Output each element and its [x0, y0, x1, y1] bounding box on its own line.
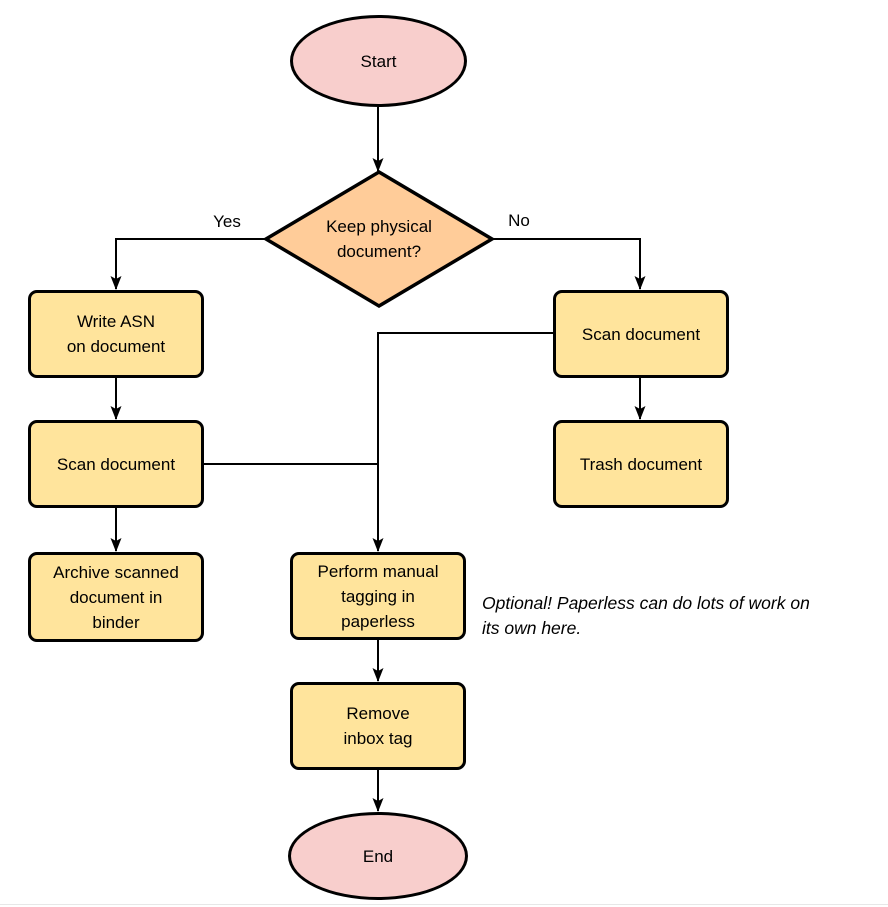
node-tagging: Perform manual tagging in paperless [290, 552, 466, 640]
node-scan-left: Scan document [28, 420, 204, 508]
node-write-asn-label: Write ASN on document [66, 312, 166, 356]
node-end-label: End [362, 846, 394, 866]
node-scan-right-label: Scan document [581, 324, 701, 344]
node-scan-left-label: Scan document [56, 454, 176, 474]
node-start-label: Start [360, 51, 397, 71]
node-remove-tag: Remove inbox tag [290, 682, 466, 770]
edge-decision-scanright [492, 238, 646, 290]
node-decision-label-box: Keep physical document? [294, 214, 464, 264]
node-trash: Trash document [553, 420, 729, 508]
node-end: End [288, 812, 468, 900]
node-archive: Archive scanned document in binder [28, 552, 204, 642]
node-decision-label: Keep physical document? [326, 217, 432, 261]
node-trash-label: Trash document [579, 454, 703, 474]
edge-scanright-tagging [372, 332, 553, 552]
node-tagging-label: Perform manual tagging in paperless [317, 561, 439, 631]
node-write-asn: Write ASN on document [28, 290, 204, 378]
node-archive-label: Archive scanned document in binder [53, 562, 179, 632]
edge-decision-writeasn [110, 238, 266, 290]
decision-diamond-shape [262, 169, 496, 309]
node-start: Start [290, 15, 467, 107]
page-bottom-divider [0, 904, 888, 905]
edge-label-no: No [508, 211, 530, 230]
node-scan-right: Scan document [553, 290, 729, 378]
edge-label-yes: Yes [213, 212, 241, 231]
node-remove-tag-label: Remove inbox tag [343, 704, 413, 748]
annotation-optional-note: Optional! Paperless can do lots of work … [482, 593, 810, 638]
